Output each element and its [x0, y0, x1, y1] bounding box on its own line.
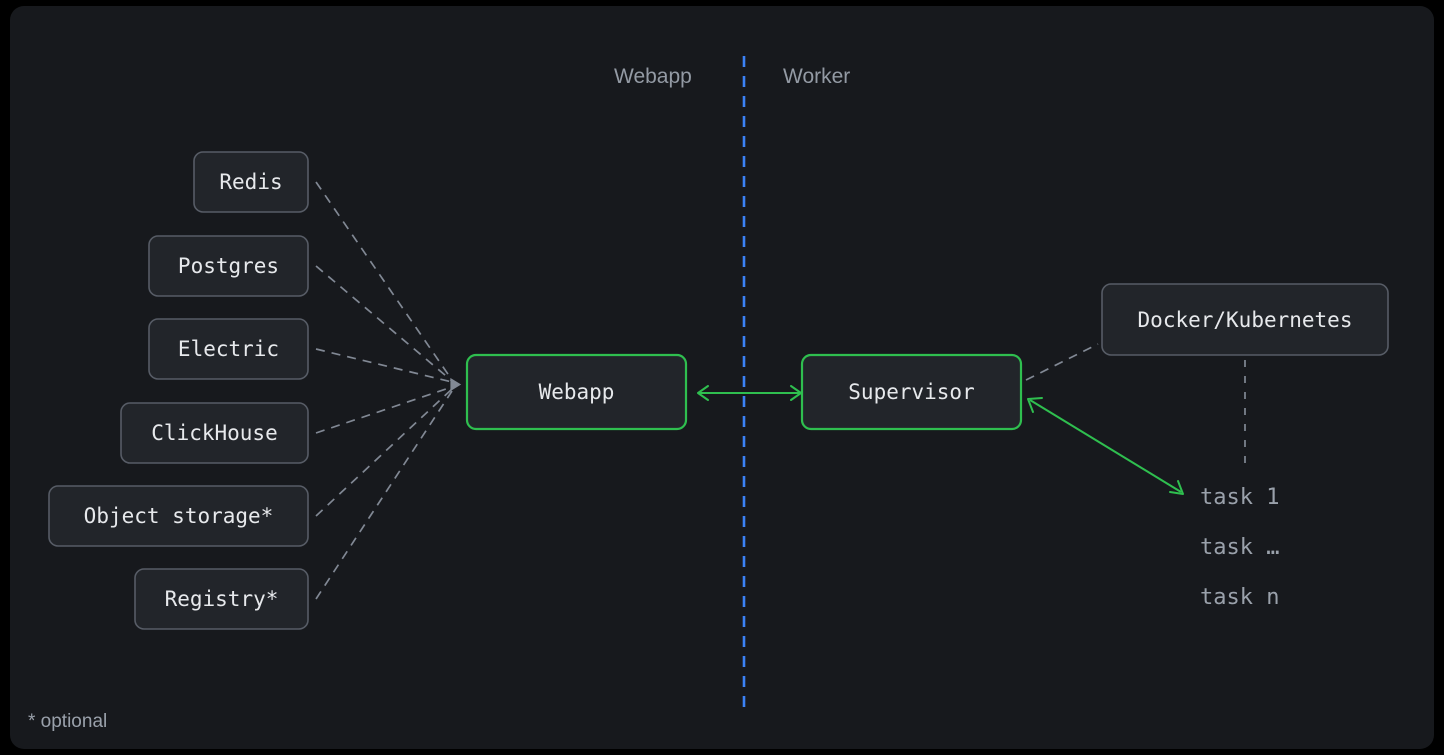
task-label-ellipsis: task …	[1200, 535, 1279, 560]
connection-supervisor-tasks	[1027, 397, 1184, 495]
lane-label-worker: Worker	[783, 65, 850, 88]
service-box-object-storage[interactable]	[48, 485, 309, 547]
connector-electric	[315, 348, 453, 383]
service-label-registry: Registry*	[165, 587, 279, 611]
connector-object-storage	[315, 388, 453, 517]
lane-label-webapp: Webapp	[614, 65, 692, 88]
supervisor-label: Supervisor	[848, 380, 974, 404]
connector-convergence-arrowhead	[450, 377, 462, 392]
service-label-object-storage: Object storage*	[84, 504, 274, 528]
connector-clickhouse	[315, 386, 453, 434]
service-node-redis[interactable]: Redis	[193, 151, 309, 213]
core-node-supervisor[interactable]: Supervisor	[800, 353, 1023, 431]
docker-kubernetes-box[interactable]	[1101, 283, 1389, 356]
connector-registry	[315, 390, 453, 600]
service-label-redis: Redis	[219, 170, 282, 194]
service-node-clickhouse[interactable]: ClickHouse	[120, 402, 309, 464]
task-label-1: task 1	[1200, 485, 1279, 510]
service-box-redis[interactable]	[193, 151, 309, 213]
service-node-postgres[interactable]: Postgres	[148, 235, 309, 297]
service-node-object-storage[interactable]: Object storage*	[48, 485, 309, 547]
service-label-electric: Electric	[178, 337, 279, 361]
service-box-clickhouse[interactable]	[120, 402, 309, 464]
service-node-registry[interactable]: Registry*	[134, 568, 309, 630]
task-label-n: task n	[1200, 585, 1279, 610]
connection-supervisor-docker	[1025, 343, 1099, 381]
service-label-clickhouse: ClickHouse	[151, 421, 277, 445]
webapp-box[interactable]	[465, 353, 688, 431]
docker-kubernetes-label: Docker/Kubernetes	[1138, 308, 1353, 332]
service-node-electric[interactable]: Electric	[148, 318, 309, 380]
connector-redis	[315, 181, 453, 381]
supervisor-tasks-arrowhead-downright	[1169, 480, 1184, 495]
core-node-webapp[interactable]: Webapp	[465, 353, 688, 431]
core-node-docker-kubernetes[interactable]: Docker/Kubernetes	[1101, 283, 1389, 356]
optional-footnote: * optional	[28, 711, 107, 732]
service-connector-group	[315, 181, 462, 600]
service-box-registry[interactable]	[134, 568, 309, 630]
service-box-electric[interactable]	[148, 318, 309, 380]
connector-postgres	[315, 265, 453, 382]
supervisor-tasks-line	[1029, 399, 1182, 493]
supervisor-box[interactable]	[800, 353, 1023, 431]
service-box-postgres[interactable]	[148, 235, 309, 297]
webapp-supervisor-arrowhead-left	[697, 385, 709, 401]
webapp-label: Webapp	[539, 380, 615, 404]
service-label-postgres: Postgres	[178, 254, 279, 278]
supervisor-tasks-arrowhead-upleft	[1027, 397, 1043, 413]
connection-webapp-supervisor	[697, 385, 802, 401]
